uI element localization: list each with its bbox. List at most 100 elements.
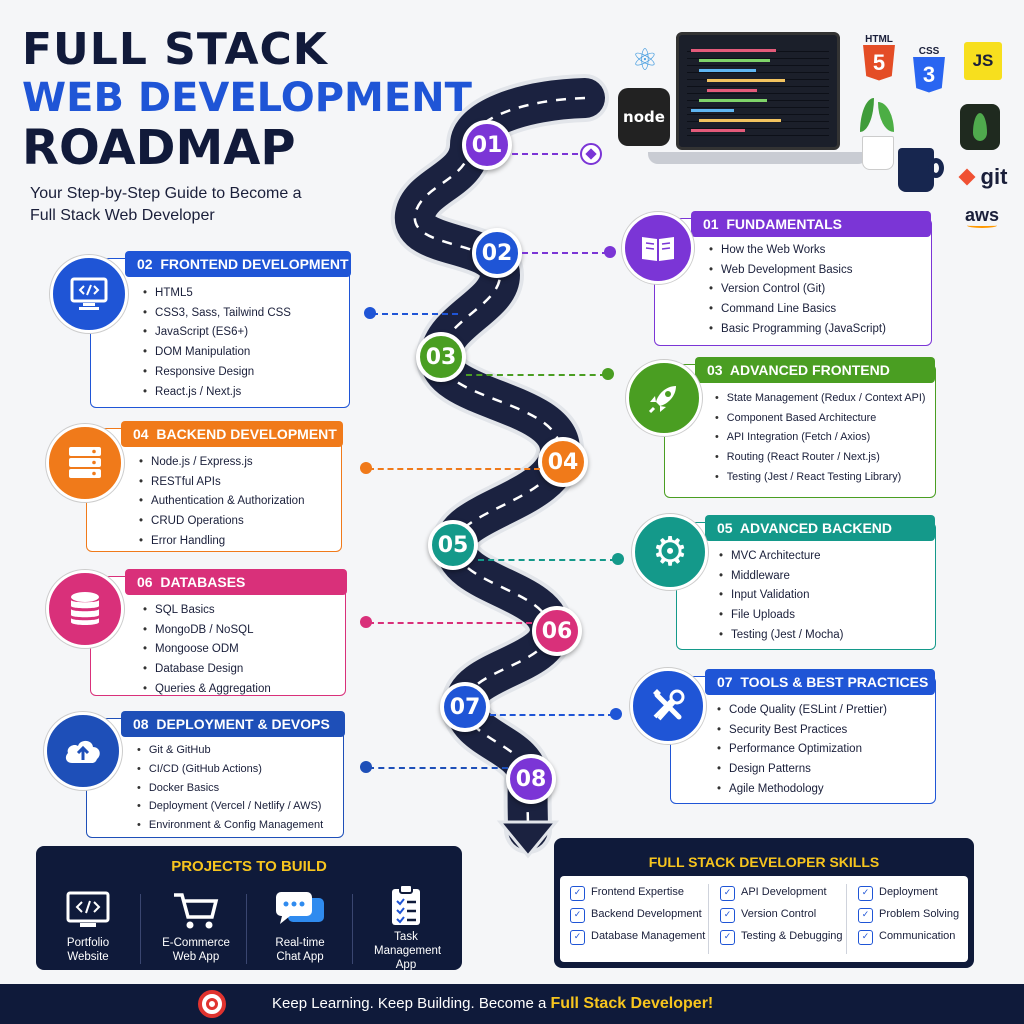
projects-panel: PROJECTS TO BUILD Portfolio Website E-Co… [36,846,462,972]
list-item: Routing (React Router / Next.js) [715,448,925,468]
coffee-mug-illustration [898,148,946,194]
road-node-01[interactable]: 01 [462,120,512,170]
divider [140,894,141,964]
git-icon: git [956,162,1012,192]
divider [846,884,847,954]
list-item: Component Based Architecture [715,409,925,429]
shopping-cart-icon [148,886,244,936]
connector-07 [368,622,532,624]
skill-item: Communication [858,930,955,945]
list-item: Security Best Practices [717,721,887,741]
monitor-code-icon [40,886,136,936]
stage-card-06: 06 DATABASES SQL Basics MongoDB / NoSQL … [90,569,347,696]
project-chat-app[interactable]: Real-time Chat App [252,886,348,964]
connector-02-dot [604,246,616,258]
project-ecommerce[interactable]: E-Commerce Web App [148,886,244,964]
css3-icon: CSS 3 [912,42,946,96]
title-line-2: WEB DEVELOPMENT [22,75,472,121]
list-item: Authentication & Authorization [139,492,304,512]
project-task-app[interactable]: Task Management App [358,880,454,972]
list-item: Testing (Jest / React Testing Library) [715,468,925,488]
plant-illustration [856,98,900,170]
footer-banner: Keep Learning. Keep Building. Become a F… [0,984,1024,1024]
project-label: Task Management App [374,931,442,971]
list-item: API Integration (Fetch / Axios) [715,428,925,448]
skill-item: Problem Solving [858,908,959,923]
list-item: MongoDB / NoSQL [143,621,271,641]
list-item: Middleware [719,567,844,587]
list-item: React.js / Next.js [143,383,291,403]
skills-title: FULL STACK DEVELOPER SKILLS [648,854,880,870]
road-node-07[interactable]: 07 [440,682,490,732]
skill-item: Backend Development [570,908,702,923]
road-node-02[interactable]: 02 [472,228,522,278]
list-item: Git & GitHub [137,741,323,760]
list-item: Error Handling [139,532,304,552]
database-icon [46,570,124,648]
list-item: Queries & Aggregation [143,680,271,700]
title-line-1: FULL STACK [22,24,328,75]
stage-header-02: 02 FRONTEND DEVELOPMENT [125,251,351,277]
connector-06-dot [612,553,624,565]
node-icon: node [618,88,670,146]
footer-highlight: Full Stack Developer! [550,995,714,1012]
road-node-06[interactable]: 06 [532,606,582,656]
road-node-08[interactable]: 08 [506,754,556,804]
stage-header-01: 01 FUNDAMENTALS [691,211,931,237]
connector-01 [512,153,588,155]
connector-08 [490,714,614,716]
list-item: Responsive Design [143,363,291,383]
list-item: Environment & Config Management [137,816,323,835]
stage-card-03: 03 ADVANCED FRONTEND State Management (R… [664,357,936,498]
list-item: Docker Basics [137,779,323,798]
skill-item: Deployment [858,886,938,901]
clipboard-icon [358,880,454,930]
road-node-05[interactable]: 05 [428,520,478,570]
list-item: Testing (Jest / Mocha) [719,626,843,646]
road-node-03[interactable]: 03 [416,332,466,382]
project-portfolio-website[interactable]: Portfolio Website [40,886,136,964]
project-label: E-Commerce Web App [162,937,230,963]
skill-item: Testing & Debugging [720,930,843,945]
stage-card-04: 04 BACKEND DEVELOPMENT Node.js / Express… [86,421,343,552]
list-item: CI/CD (GitHub Actions) [137,760,323,779]
connector-09-dot [360,761,372,773]
list-item: Web Development Basics [709,261,886,281]
server-icon [46,424,124,502]
connector-05-dot [360,462,372,474]
list-item: Node.js / Express.js [139,453,304,473]
connector-08-dot [610,708,622,720]
stage-card-07: 07 TOOLS & BEST PRACTICES Code Quality (… [670,669,936,804]
list-item: Database Design [143,660,271,680]
list-item: RESTful APIs [139,473,304,493]
laptop-illustration [648,32,868,192]
list-item: Design Patterns [717,760,887,780]
book-icon [622,212,694,284]
list-item: Agile Methodology [717,780,887,800]
project-label: Real-time Chat App [275,937,325,963]
list-item: Command Line Basics [709,300,886,320]
list-item: File Uploads [719,606,844,626]
connector-06 [478,559,616,561]
subtitle: Your Step-by-Step Guide to Become a Full… [30,185,302,224]
projects-title: PROJECTS TO BUILD [171,858,327,875]
connector-02 [522,252,608,254]
title-line-3: ROADMAP [22,120,296,176]
skill-item: API Development [720,886,827,901]
list-item: CSS3, Sass, Tailwind CSS [143,304,291,324]
tools-icon [630,668,706,744]
connector-04 [466,374,606,376]
code-monitor-icon [50,255,128,333]
road-node-04[interactable]: 04 [538,437,588,487]
list-item: DOM Manipulation [143,343,291,363]
cloud-upload-icon [44,712,122,790]
connector-04-dot [602,368,614,380]
list-item: HTML5 [143,284,291,304]
list-item: CRUD Operations [139,512,304,532]
target-icon [198,990,226,1018]
html5-icon: HTML 5 [862,30,896,84]
react-icon: ⚛ [631,43,659,77]
skill-item: Version Control [720,908,816,923]
skills-panel: FULL STACK DEVELOPER SKILLS Frontend Exp… [554,838,974,968]
connector-09 [368,767,508,769]
